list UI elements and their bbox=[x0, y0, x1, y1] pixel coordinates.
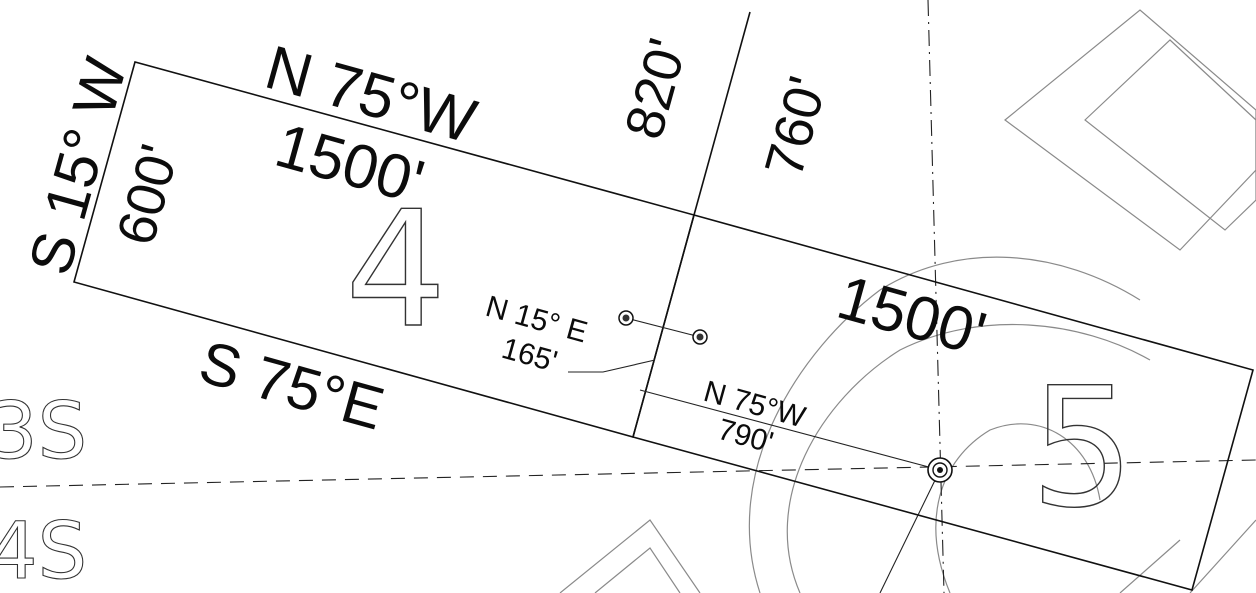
lot-4-west-bearing: S 15° W bbox=[16, 51, 140, 282]
corner-tie-line bbox=[879, 469, 941, 593]
township-label-4s: 4S bbox=[0, 507, 87, 593]
lot-4-number: 4 bbox=[345, 176, 447, 363]
inner-line bbox=[639, 389, 941, 471]
leader-line bbox=[568, 359, 656, 373]
tie-line bbox=[625, 317, 701, 338]
lot-4-divider-length: 820' bbox=[614, 32, 699, 145]
township-line bbox=[0, 459, 1256, 488]
watermark-seal bbox=[559, 9, 1256, 593]
lot-4-west-length: 600' bbox=[106, 138, 191, 251]
lot-5-divider-length: 760' bbox=[754, 70, 839, 183]
lot-5-boundary bbox=[632, 214, 1254, 591]
marker-2 bbox=[692, 329, 708, 345]
divider-line bbox=[693, 11, 751, 216]
lot-5-number: 5 bbox=[1030, 352, 1135, 544]
marker-1 bbox=[618, 310, 634, 326]
township-label-3s: 3S bbox=[0, 387, 87, 477]
section-corner-marker bbox=[927, 457, 953, 483]
lot-5-length: 1500' bbox=[830, 263, 993, 370]
meridian-line bbox=[927, 0, 945, 593]
